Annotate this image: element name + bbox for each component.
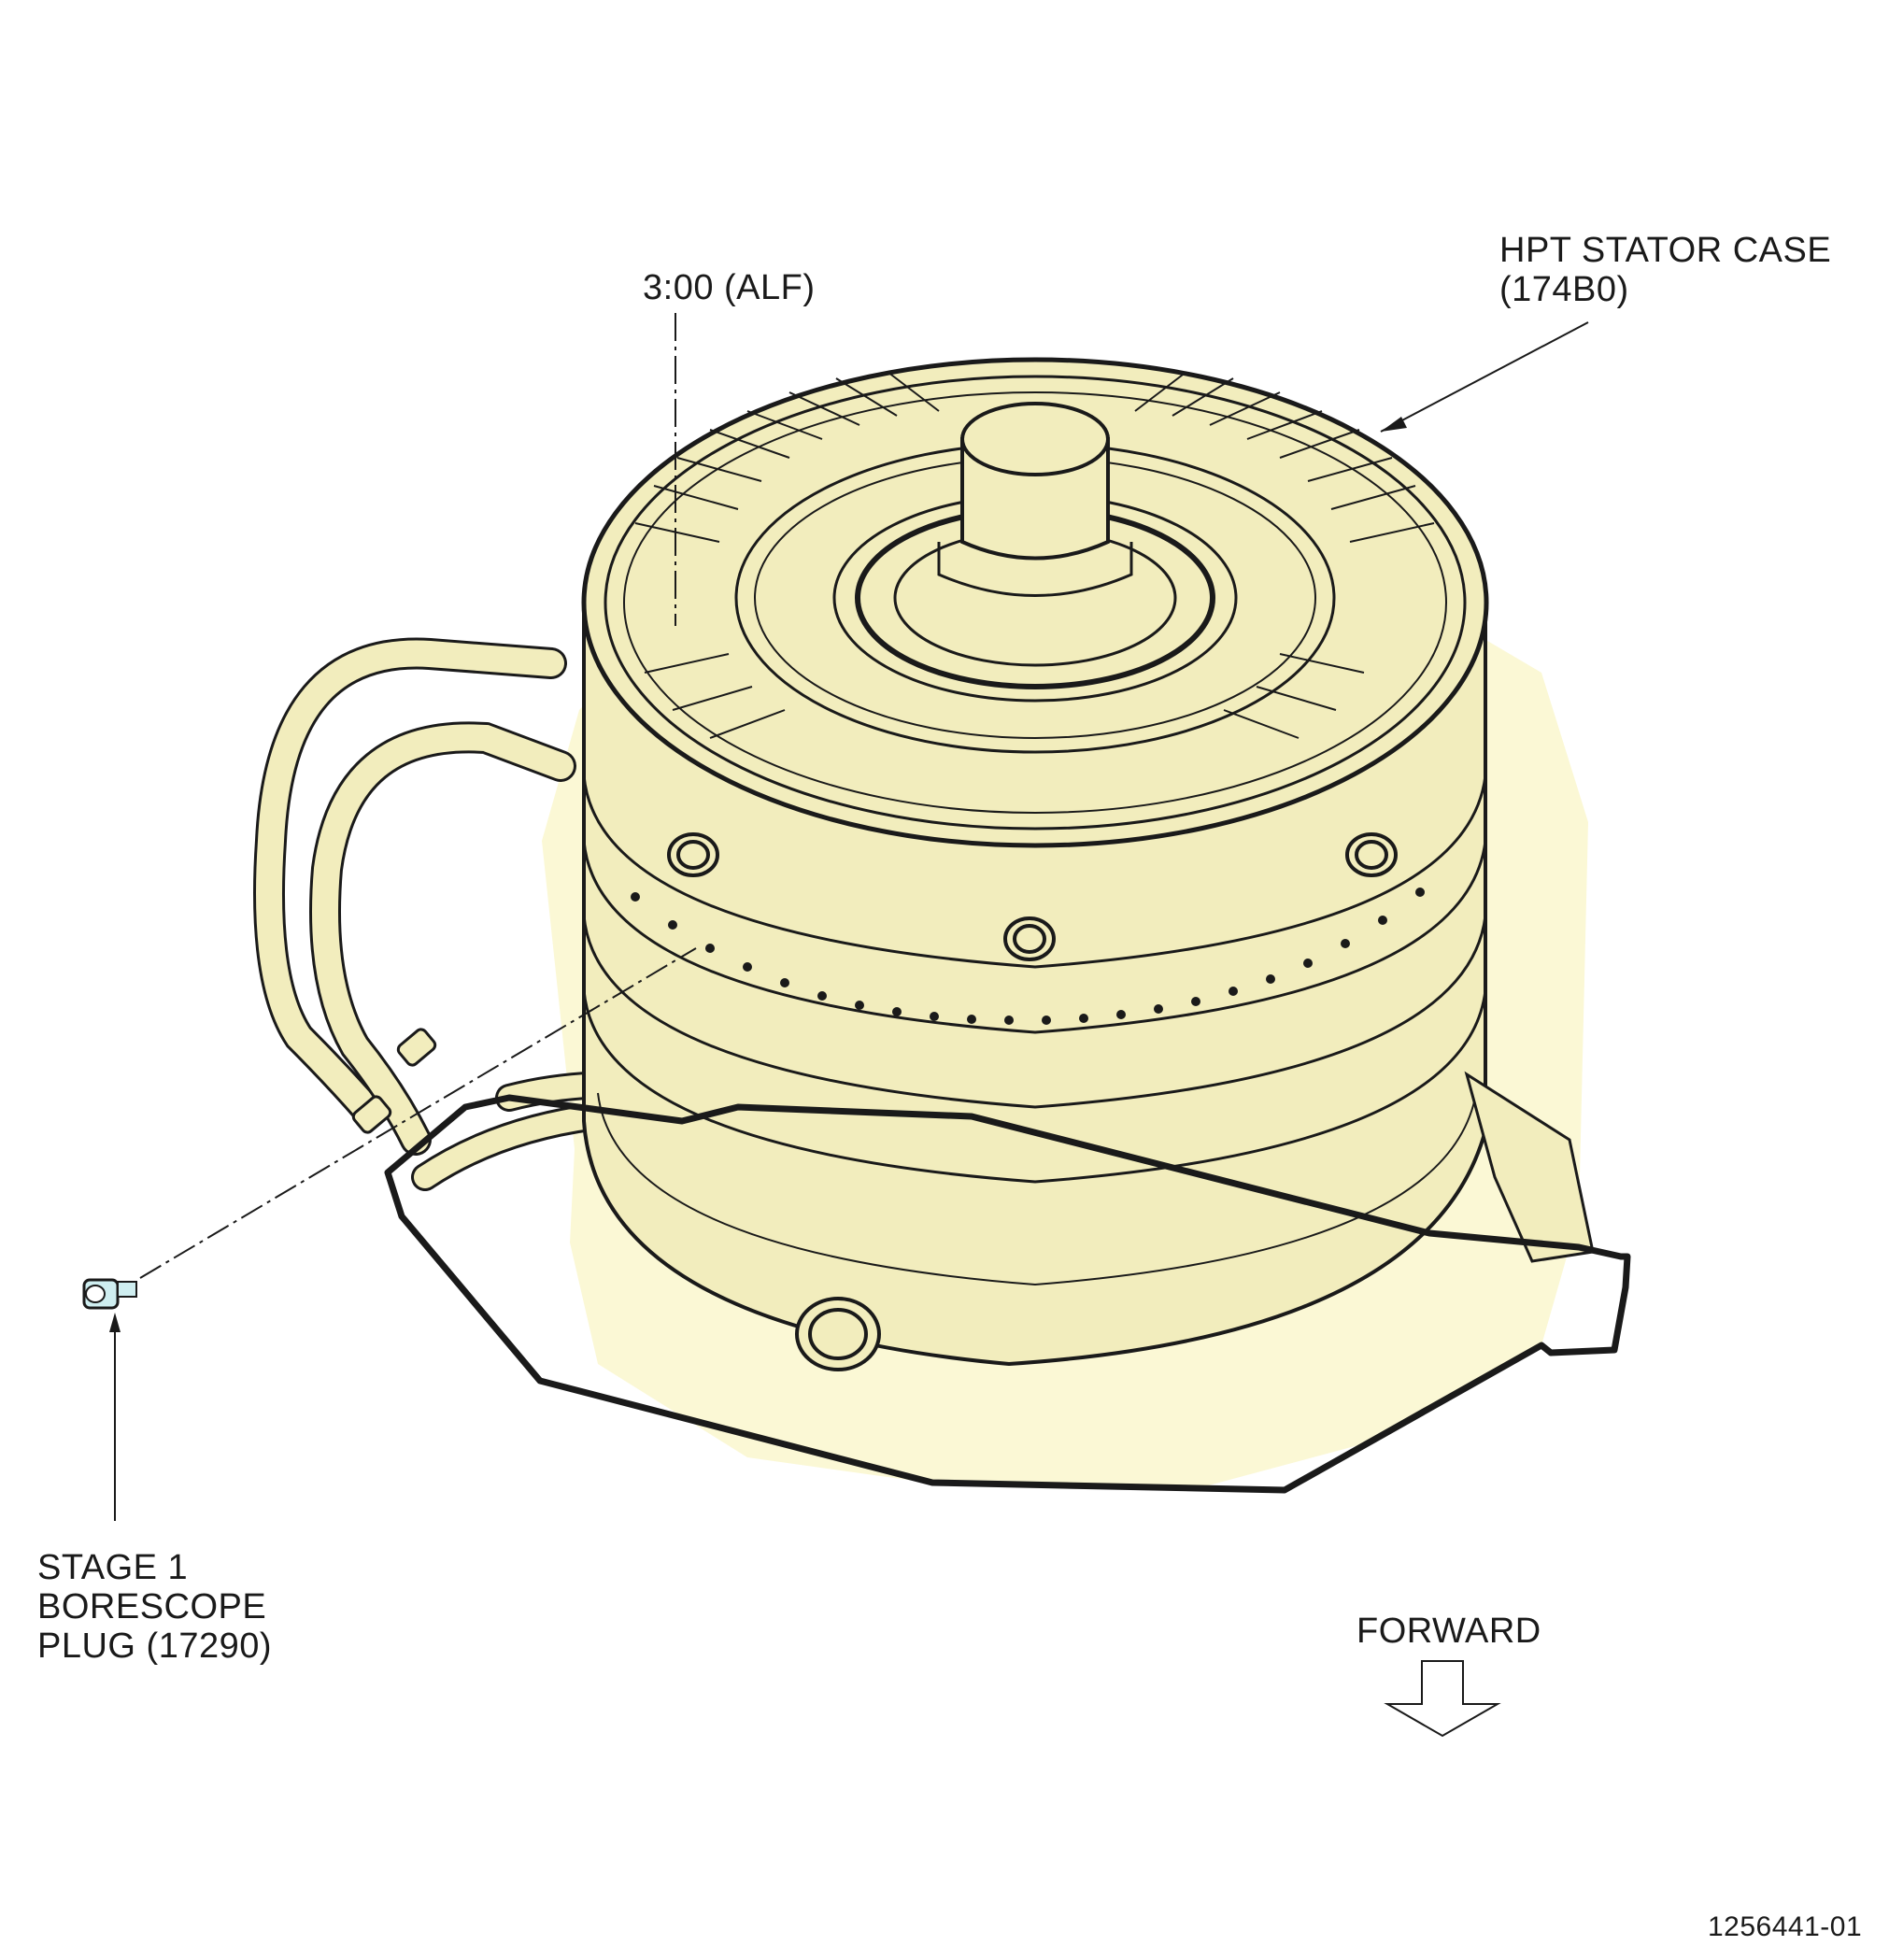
forward-label: FORWARD [1356,1612,1541,1651]
borescope-plug-label-line2: BORESCOPE [37,1587,267,1626]
borescope-plug-label: STAGE 1 BORESCOPE PLUG (17290) [37,1548,272,1666]
borescope-ports [667,832,1398,1371]
turbine-blades [634,371,1435,739]
borescope-plug-leader [109,1313,121,1521]
mount-bracket [1464,1071,1595,1263]
stator-case-label-name: HPT STATOR CASE [1499,231,1832,270]
highlight-outline [384,1094,1631,1494]
borescope-plug-label-line1: STAGE 1 [37,1548,189,1587]
hpt-stator-case [581,357,1489,1367]
plug-install-path [139,947,697,1279]
clock-position-label: 3:00 (ALF) [643,268,816,307]
bolt-rings [631,888,1425,1025]
borescope-plug [82,1278,137,1310]
stator-case-label-number: (174B0) [1499,270,1629,309]
borescope-plug-label-line3: PLUG (17290) [37,1626,273,1666]
stator-case-label: HPT STATOR CASE (174B0) [1499,231,1831,309]
hose-tubes [253,637,576,1156]
figure-number: 1256441-01 [1708,1911,1863,1942]
forward-arrow-icon [1384,1660,1501,1738]
stator-case-leader [1380,321,1589,433]
